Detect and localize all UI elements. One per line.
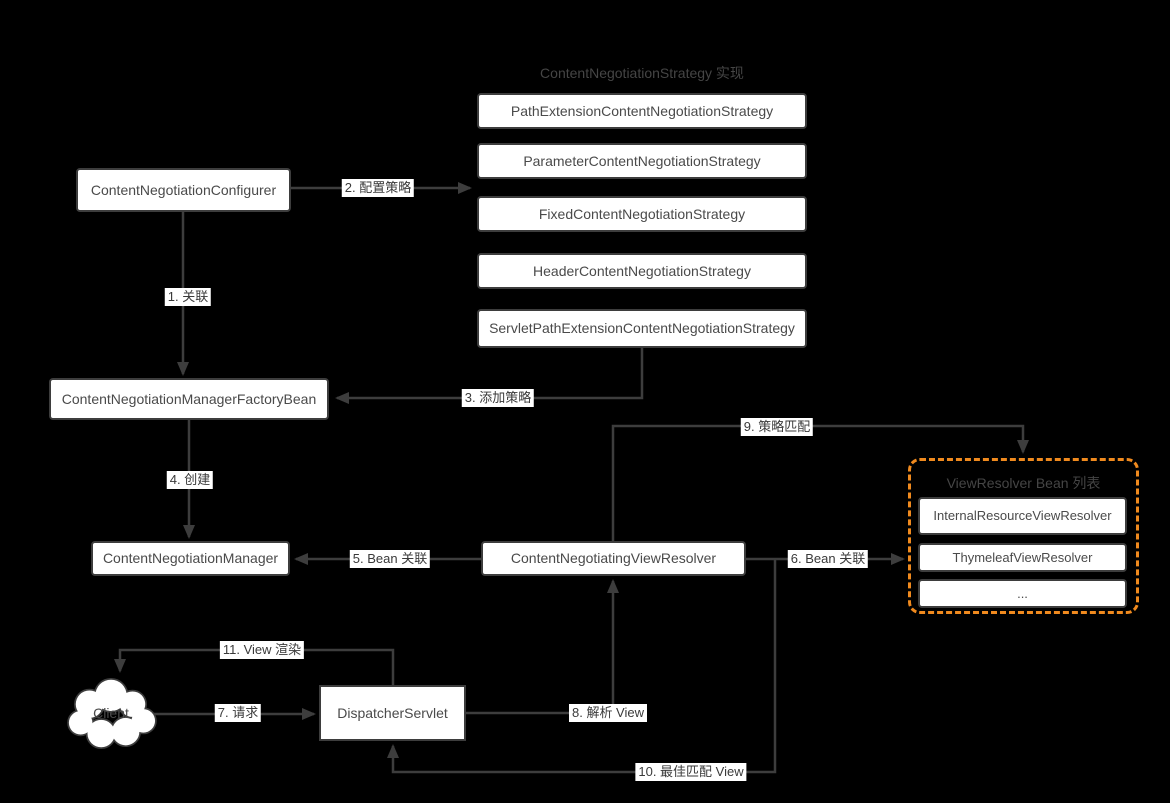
edge-10-best-match-view: [387, 559, 777, 774]
edge-8-resolve-view: [466, 579, 619, 715]
edge-3-add-strategies: [335, 347, 644, 404]
edge-label-8: 8. 解析 View: [568, 704, 648, 722]
node-more-resolvers[interactable]: ...: [918, 579, 1127, 608]
client-cloud-shape[interactable]: [64, 674, 158, 757]
edge-label-10: 10. 最佳匹配 View: [635, 763, 747, 781]
resolver-group-title: ViewResolver Bean 列表: [946, 475, 1101, 491]
resolver-group-container: ViewResolver Bean 列表 InternalResourceVie…: [908, 458, 1139, 614]
edge-label-2: 2. 配置策略: [341, 179, 415, 197]
edge-9-strategy-match: [611, 424, 1029, 541]
edge-label-7: 7. 请求: [214, 704, 262, 722]
edge-label-3: 3. 添加策略: [461, 389, 535, 407]
node-thymeleaf-view-resolver[interactable]: ThymeleafViewResolver: [918, 543, 1127, 572]
node-header-strategy[interactable]: HeaderContentNegotiationStrategy: [477, 253, 807, 289]
node-internal-resource-view-resolver[interactable]: InternalResourceViewResolver: [918, 497, 1127, 535]
edge-label-4: 4. 创建: [166, 471, 214, 489]
node-content-negotiation-configurer[interactable]: ContentNegotiationConfigurer: [76, 168, 291, 212]
node-path-extension-strategy[interactable]: PathExtensionContentNegotiationStrategy: [477, 93, 807, 129]
node-dispatcher-servlet[interactable]: DispatcherServlet: [319, 685, 466, 741]
node-fixed-strategy[interactable]: FixedContentNegotiationStrategy: [477, 196, 807, 232]
node-content-negotiating-view-resolver[interactable]: ContentNegotiatingViewResolver: [481, 541, 746, 576]
edge-label-11: 11. View 渲染: [219, 641, 305, 659]
edge-label-9: 9. 策略匹配: [740, 418, 814, 436]
edge-label-6: 6. Bean 关联: [787, 550, 869, 568]
edge-label-5: 5. Bean 关联: [349, 550, 431, 568]
node-content-negotiation-manager-factory-bean[interactable]: ContentNegotiationManagerFactoryBean: [49, 378, 329, 420]
strategy-group-title: ContentNegotiationStrategy 实现: [540, 65, 744, 81]
edge-label-1: 1. 关联: [164, 288, 212, 306]
node-content-negotiation-manager[interactable]: ContentNegotiationManager: [91, 541, 290, 576]
node-parameter-strategy[interactable]: ParameterContentNegotiationStrategy: [477, 143, 807, 179]
node-client-label: Client: [93, 705, 129, 721]
